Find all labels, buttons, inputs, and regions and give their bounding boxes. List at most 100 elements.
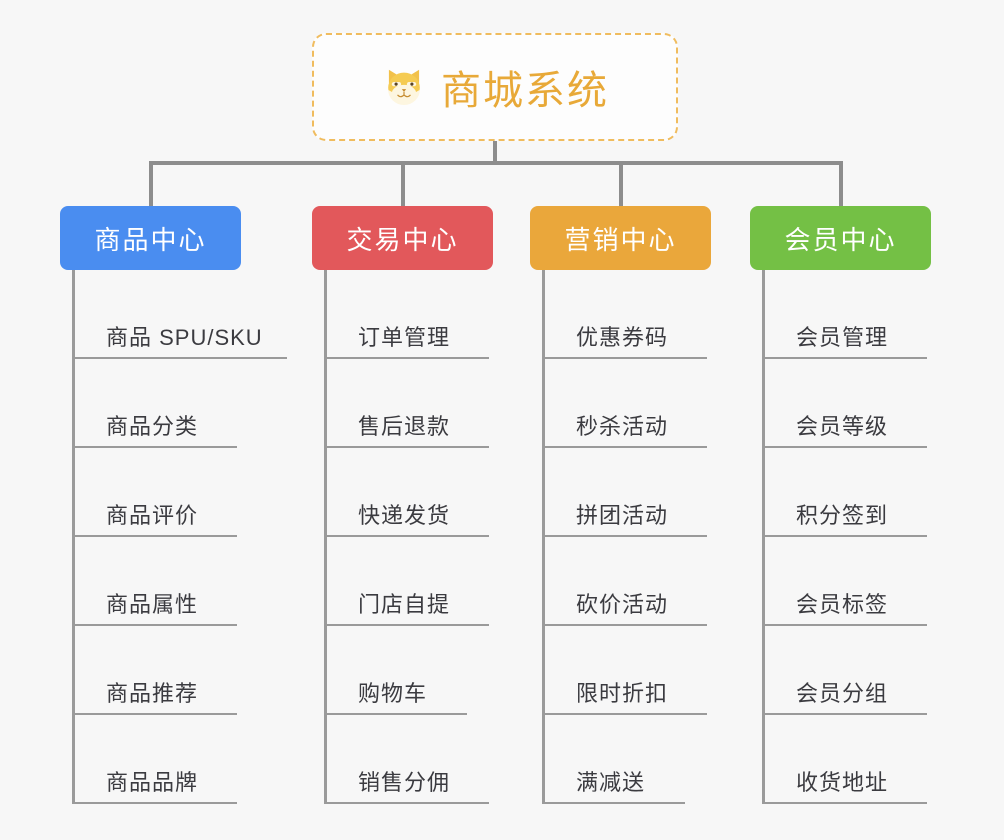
list-item[interactable]: 商品 SPU/SKU	[72, 270, 287, 359]
list-item-label: 会员管理	[796, 325, 889, 350]
list-item-label: 限时折扣	[576, 681, 669, 706]
branch-spine	[762, 270, 765, 804]
branch-item-list: 优惠券码 秒杀活动 拼团活动 砍价活动 限时折扣 满减送	[530, 270, 711, 804]
list-item-label: 订单管理	[358, 325, 451, 350]
list-item-rule	[542, 624, 707, 626]
list-item-label: 商品 SPU/SKU	[106, 325, 263, 350]
list-item-rule	[72, 802, 237, 804]
list-item-label: 售后退款	[358, 414, 451, 439]
list-item-rule	[542, 446, 707, 448]
list-item-label: 销售分佣	[358, 770, 451, 795]
list-item[interactable]: 会员标签	[762, 537, 931, 626]
list-item[interactable]: 优惠券码	[542, 270, 711, 359]
list-item[interactable]: 销售分佣	[324, 715, 493, 804]
list-item-rule	[324, 713, 467, 715]
list-item-rule	[72, 713, 237, 715]
list-item[interactable]: 商品属性	[72, 537, 241, 626]
list-item[interactable]: 会员等级	[762, 359, 931, 448]
branch-header-trade-center[interactable]: 交易中心	[312, 206, 493, 270]
list-item-label: 秒杀活动	[576, 414, 669, 439]
branch-header-product-center[interactable]: 商品中心	[60, 206, 241, 270]
list-item-rule	[324, 802, 489, 804]
list-item-label: 商品属性	[106, 592, 199, 617]
list-item-rule	[762, 624, 927, 626]
branch-header-label: 交易中心	[346, 224, 459, 255]
branch-product-center: 商品中心 商品 SPU/SKU 商品分类 商品评价 商品属性 商品推荐	[60, 206, 287, 804]
list-item[interactable]: 满减送	[542, 715, 711, 804]
branch-spine	[542, 270, 545, 804]
connector-horizontal-bus	[149, 161, 842, 165]
list-item[interactable]: 拼团活动	[542, 448, 711, 537]
list-item[interactable]: 秒杀活动	[542, 359, 711, 448]
connector-drop-1	[149, 161, 153, 206]
branch-spine	[72, 270, 75, 804]
list-item-rule	[762, 446, 927, 448]
list-item[interactable]: 售后退款	[324, 359, 493, 448]
list-item[interactable]: 商品品牌	[72, 715, 241, 804]
list-item-rule	[324, 624, 489, 626]
list-item-rule	[762, 535, 927, 537]
list-item-label: 优惠券码	[576, 325, 669, 350]
list-item[interactable]: 商品分类	[72, 359, 241, 448]
list-item[interactable]: 砍价活动	[542, 537, 711, 626]
branch-header-label: 营销中心	[564, 224, 677, 255]
list-item[interactable]: 快递发货	[324, 448, 493, 537]
list-item-label: 会员等级	[796, 414, 889, 439]
branch-header-label: 商品中心	[94, 224, 207, 255]
branch-item-list: 订单管理 售后退款 快递发货 门店自提 购物车 销售分佣	[312, 270, 493, 804]
list-item-label: 商品分类	[106, 414, 199, 439]
list-item[interactable]: 商品推荐	[72, 626, 241, 715]
list-item-rule	[72, 624, 237, 626]
list-item[interactable]: 积分签到	[762, 448, 931, 537]
branch-item-list: 商品 SPU/SKU 商品分类 商品评价 商品属性 商品推荐 商品品牌	[60, 270, 287, 804]
list-item-label: 收货地址	[796, 770, 889, 795]
root-node[interactable]: 商城系统	[312, 33, 678, 141]
list-item-rule	[762, 713, 927, 715]
branch-item-list: 会员管理 会员等级 积分签到 会员标签 会员分组 收货地址	[750, 270, 931, 804]
branch-marketing-center: 营销中心 优惠券码 秒杀活动 拼团活动 砍价活动 限时折扣	[530, 206, 711, 804]
list-item-rule	[542, 802, 685, 804]
list-item-label: 会员标签	[796, 592, 889, 617]
list-item[interactable]: 会员分组	[762, 626, 931, 715]
list-item-label: 商品推荐	[106, 681, 199, 706]
list-item[interactable]: 限时折扣	[542, 626, 711, 715]
list-item-rule	[324, 446, 489, 448]
list-item-rule	[542, 535, 707, 537]
list-item[interactable]: 商品评价	[72, 448, 241, 537]
branch-header-label: 会员中心	[784, 224, 897, 255]
list-item-rule	[762, 802, 927, 804]
list-item-label: 快递发货	[358, 503, 451, 528]
list-item-label: 砍价活动	[576, 592, 669, 617]
branch-trade-center: 交易中心 订单管理 售后退款 快递发货 门店自提 购物车	[312, 206, 493, 804]
list-item-rule	[72, 357, 287, 359]
list-item-rule	[324, 357, 489, 359]
list-item[interactable]: 收货地址	[762, 715, 931, 804]
list-item-rule	[542, 713, 707, 715]
list-item[interactable]: 订单管理	[324, 270, 493, 359]
connector-drop-4	[839, 161, 843, 206]
list-item-label: 拼团活动	[576, 503, 669, 528]
shiba-dog-icon	[381, 64, 427, 110]
branch-header-marketing-center[interactable]: 营销中心	[530, 206, 711, 270]
connector-root-stem	[493, 141, 497, 163]
list-item-label: 购物车	[358, 681, 428, 706]
list-item-rule	[72, 446, 237, 448]
list-item[interactable]: 购物车	[324, 626, 493, 715]
connector-drop-3	[619, 161, 623, 206]
list-item-label: 门店自提	[358, 592, 451, 617]
branch-spine	[324, 270, 327, 804]
list-item-rule	[72, 535, 237, 537]
list-item[interactable]: 会员管理	[762, 270, 931, 359]
list-item-label: 商品品牌	[106, 770, 199, 795]
list-item[interactable]: 门店自提	[324, 537, 493, 626]
root-title: 商城系统	[441, 69, 609, 113]
branch-header-member-center[interactable]: 会员中心	[750, 206, 931, 270]
list-item-label: 会员分组	[796, 681, 889, 706]
list-item-rule	[324, 535, 489, 537]
connector-drop-2	[401, 161, 405, 206]
list-item-rule	[762, 357, 927, 359]
list-item-label: 满减送	[576, 770, 646, 795]
list-item-rule	[542, 357, 707, 359]
list-item-label: 积分签到	[796, 503, 889, 528]
